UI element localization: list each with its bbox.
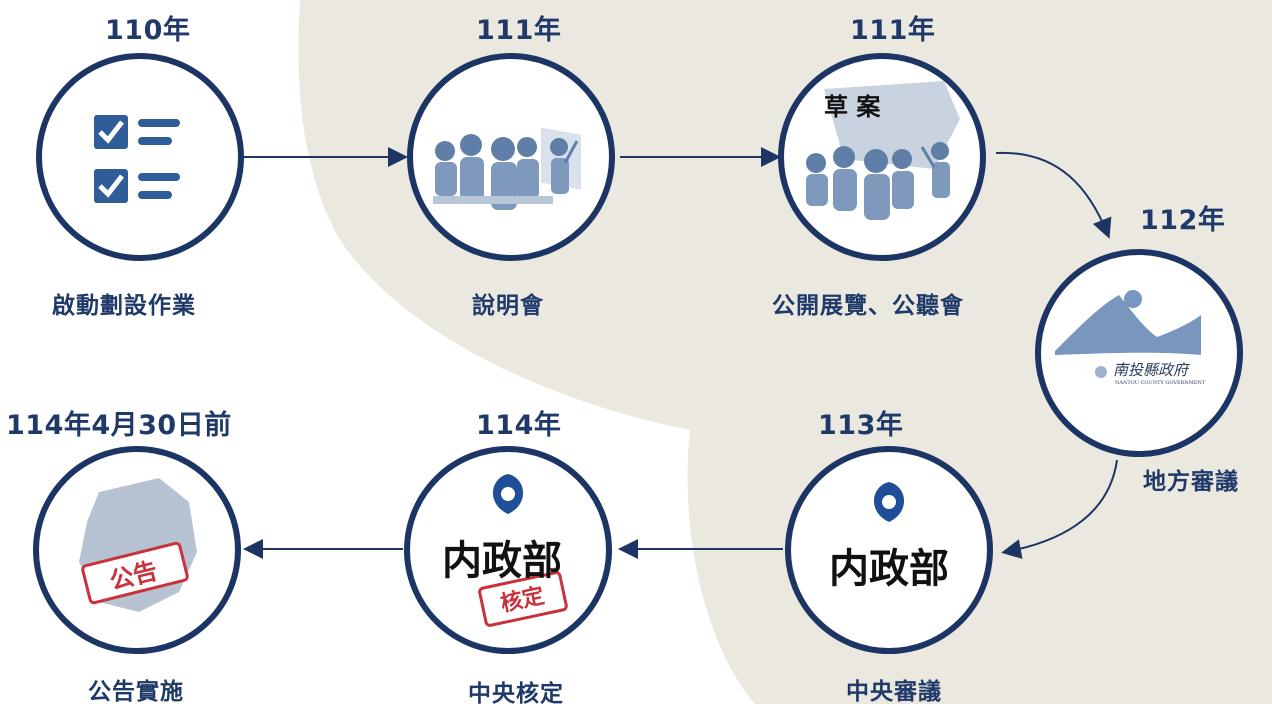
step-3-label: 公開展覽、公聽會 [772,293,964,319]
step-4-label: 地方審議 [1143,469,1239,495]
county-overlay-subtext: NANTOU COUNTY GOVERNMENT [1115,380,1206,386]
step-4-year: 112年 [1140,205,1226,236]
step-5-year: 113年 [818,410,904,441]
step-2-label: 說明會 [472,293,544,319]
ministry-overlay-text: 内政部 [829,545,949,592]
step-5-label: 中央審議 [846,679,942,704]
step-2-year: 111年 [476,15,562,46]
approved-overlay-text: 内政部 [442,537,562,584]
checklist-icon [94,115,180,203]
county-overlay-text: 南投縣政府 [1113,361,1189,379]
meeting-icon [433,127,581,210]
announcement-map-icon [79,478,197,612]
step-6-year: 114年 [476,410,562,441]
step-6-circle: 内政部 核定 [404,446,612,654]
ministry-interior-logo [873,482,905,522]
step-1-circle [36,53,244,261]
step-6-label: 中央核定 [468,681,564,704]
draft-overlay-text: 草 案 [824,92,881,121]
draft-meeting-icon [806,81,960,220]
step-3-year: 111年 [850,15,936,46]
arrow-3-4 [995,151,1112,239]
arrow-4-5 [1001,459,1118,559]
step-2-circle [407,53,615,261]
step-1-year: 110年 [105,15,191,46]
step-7-label: 公告實施 [88,679,184,704]
step-5-circle: 内政部 [785,446,993,654]
step-4-circle: 南投縣政府 NANTOU COUNTY GOVERNMENT [1035,249,1243,457]
county-government-logo [1055,290,1201,378]
step-7-circle: 公告 [33,446,241,654]
step-7-year: 114年4月30日前 [6,410,232,441]
step-1-label: 啟動劃設作業 [52,293,196,319]
step-3-circle: 草 案 [778,53,986,261]
approved-stamp-icon [478,474,568,627]
